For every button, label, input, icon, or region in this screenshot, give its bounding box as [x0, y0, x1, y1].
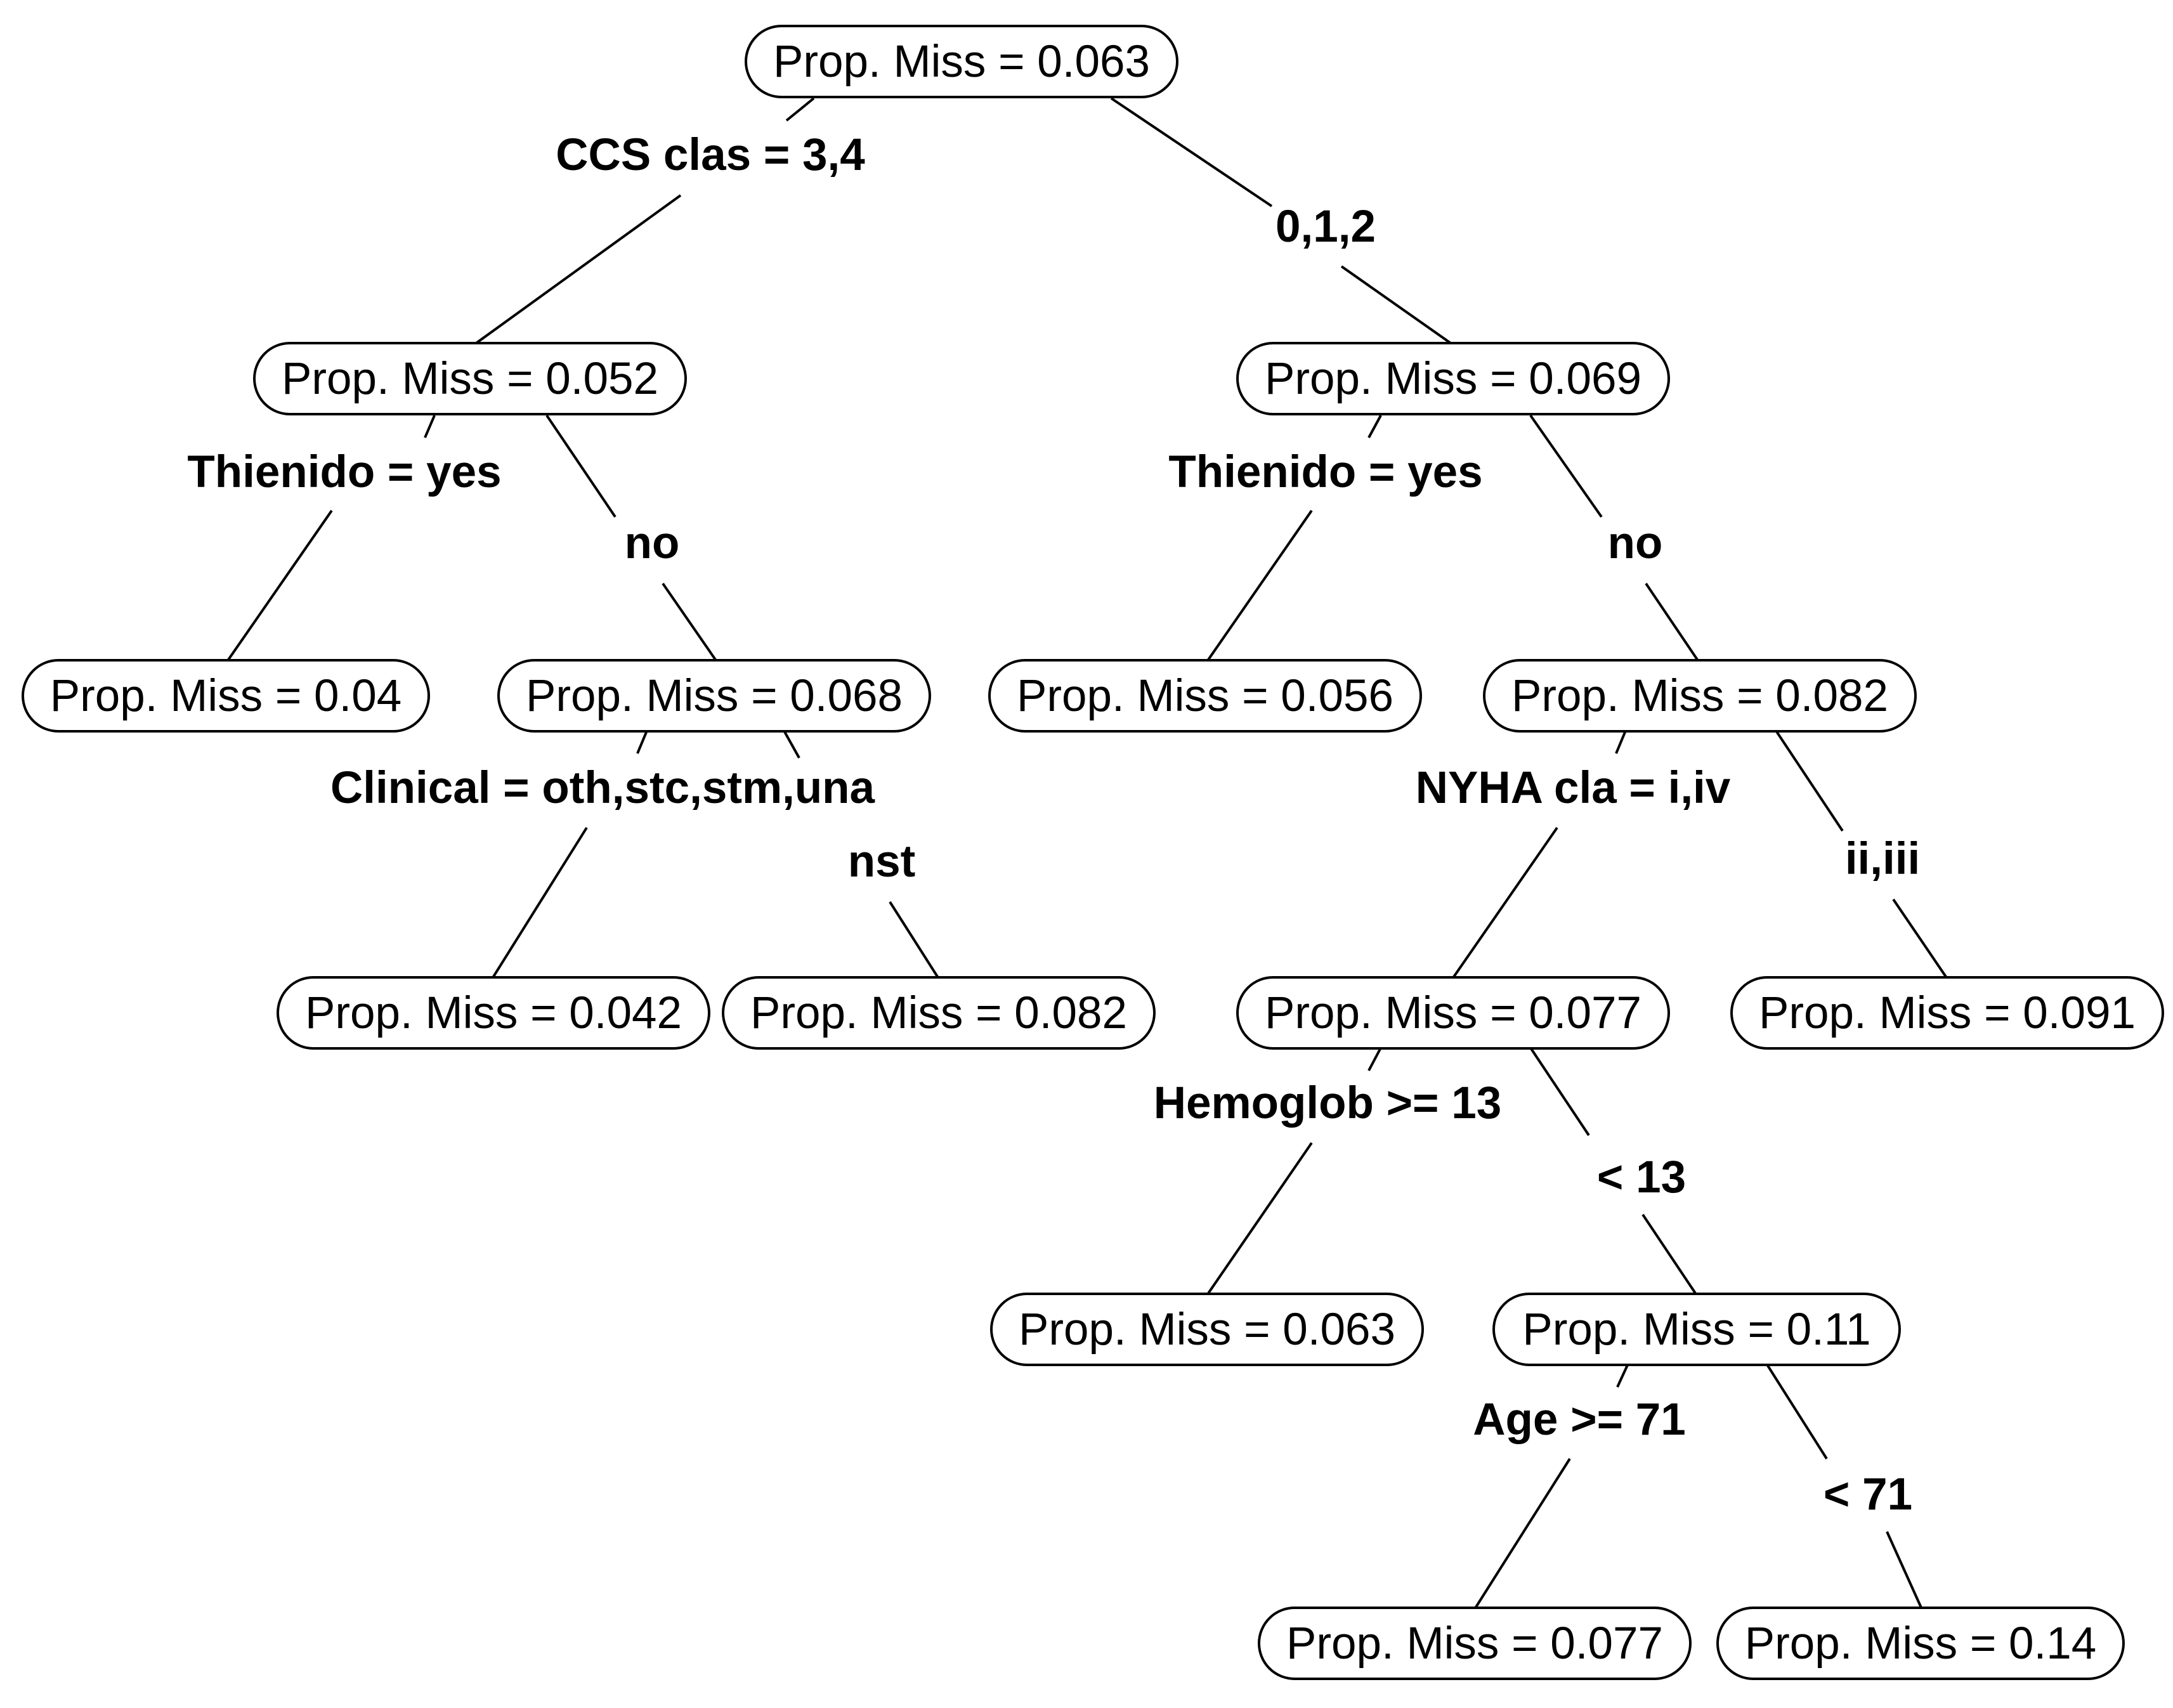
edge-n3-n7-lower: [1645, 582, 1700, 663]
node-label: Prop. Miss = 0.063: [773, 37, 1150, 87]
edge-n3-n6-lower: [1206, 509, 1313, 663]
tree-edges: [226, 97, 1948, 1610]
edge-n1-n3-upper: [1110, 97, 1273, 207]
edge-n2-n4-lower: [226, 509, 333, 663]
tree-node: Prop. Miss = 0.042: [277, 976, 710, 1050]
edge-n7-n11-lower: [1892, 898, 1948, 980]
split-label-right: < 13: [1597, 1152, 1686, 1203]
node-label: Prop. Miss = 0.14: [1745, 1619, 2096, 1669]
node-label: Prop. Miss = 0.082: [750, 988, 1127, 1038]
node-label: Prop. Miss = 0.04: [50, 671, 401, 721]
node-label: Prop. Miss = 0.069: [1265, 354, 1641, 404]
edge-n7-n11-upper: [1775, 729, 1844, 832]
edge-n1-n3-lower: [1340, 265, 1454, 346]
node-label: Prop. Miss = 0.11: [1522, 1305, 1870, 1355]
split-label-left: Age >= 71: [1473, 1395, 1685, 1445]
tree-node: Prop. Miss = 0.063: [990, 1293, 1424, 1366]
split-label-left: Clinical = oth,stc,stm,una: [330, 763, 875, 813]
tree-node: Prop. Miss = 0.082: [1483, 659, 1917, 733]
edge-n13-n14-upper: [1616, 1363, 1629, 1388]
split-label-left: Thienido = yes: [187, 447, 501, 497]
node-label: Prop. Miss = 0.052: [282, 354, 658, 404]
split-label-right: no: [625, 518, 680, 568]
edge-n13-n15-upper: [1765, 1362, 1828, 1460]
split-label-right: nst: [848, 837, 916, 887]
node-label: Prop. Miss = 0.082: [1511, 671, 1888, 721]
edge-n5-n9-upper: [783, 730, 800, 759]
tree-node: Prop. Miss = 0.077: [1258, 1607, 1692, 1680]
split-label-left: Hemoglob >= 13: [1154, 1078, 1501, 1128]
tree-node: Prop. Miss = 0.14: [1716, 1607, 2125, 1680]
split-label-left: CCS clas = 3,4: [556, 130, 865, 180]
edge-n1-n2-upper: [785, 97, 815, 122]
split-label-left: NYHA cla = i,iv: [1416, 763, 1731, 813]
tree-nodes: Prop. Miss = 0.063 Prop. Miss = 0.052 Pr…: [22, 25, 2164, 1680]
node-label: Prop. Miss = 0.077: [1286, 1619, 1663, 1669]
edge-n10-n13-lower: [1641, 1213, 1698, 1296]
tree-node: Prop. Miss = 0.082: [722, 976, 1156, 1050]
split-label-right: < 71: [1824, 1470, 1912, 1520]
edge-n10-n12-upper: [1367, 1047, 1382, 1071]
edge-n3-n7-upper: [1529, 414, 1603, 518]
split-label-right: no: [1608, 518, 1663, 568]
edge-n2-n5-lower: [662, 582, 718, 663]
tree-node: Prop. Miss = 0.063: [745, 25, 1178, 98]
node-label: Prop. Miss = 0.068: [526, 671, 903, 721]
tree-node: Prop. Miss = 0.11: [1492, 1293, 1901, 1366]
node-label: Prop. Miss = 0.091: [1759, 988, 2136, 1038]
edge-n7-n10-lower: [1451, 826, 1558, 980]
edge-n2-n4-upper: [424, 415, 436, 438]
split-label-right: 0,1,2: [1276, 202, 1376, 252]
tree-node: Prop. Miss = 0.056: [988, 659, 1422, 733]
node-label: Prop. Miss = 0.042: [305, 988, 682, 1038]
node-label: Prop. Miss = 0.063: [1019, 1305, 1395, 1355]
node-label: Prop. Miss = 0.056: [1017, 671, 1393, 721]
tree-node: Prop. Miss = 0.077: [1236, 976, 1670, 1050]
edge-n10-n12-lower: [1206, 1142, 1313, 1296]
split-labels: CCS clas = 3,4 0,1,2 Thienido = yes no T…: [187, 130, 1920, 1520]
edge-n5-n8-lower: [491, 826, 588, 980]
tree-node: Prop. Miss = 0.052: [253, 342, 687, 415]
node-label: Prop. Miss = 0.077: [1265, 988, 1641, 1038]
tree-node: Prop. Miss = 0.091: [1730, 976, 2164, 1050]
edge-n10-n13-upper: [1529, 1046, 1590, 1137]
edge-n3-n6-upper: [1367, 415, 1382, 438]
edge-n2-n5-upper: [545, 414, 617, 518]
split-label-right: ii,iii: [1845, 834, 1920, 884]
tree-node: Prop. Miss = 0.04: [22, 659, 430, 733]
edge-n5-n8-upper: [636, 730, 648, 754]
split-label-left: Thienido = yes: [1168, 447, 1482, 497]
tree-node: Prop. Miss = 0.069: [1236, 342, 1670, 415]
edge-n5-n9-lower: [889, 901, 940, 980]
edge-n7-n10-upper: [1615, 730, 1627, 754]
edge-n13-n15-lower: [1886, 1531, 1923, 1610]
edge-n1-n2-lower: [473, 194, 682, 346]
edge-n13-n14-lower: [1473, 1457, 1571, 1610]
tree-node: Prop. Miss = 0.068: [497, 659, 931, 733]
